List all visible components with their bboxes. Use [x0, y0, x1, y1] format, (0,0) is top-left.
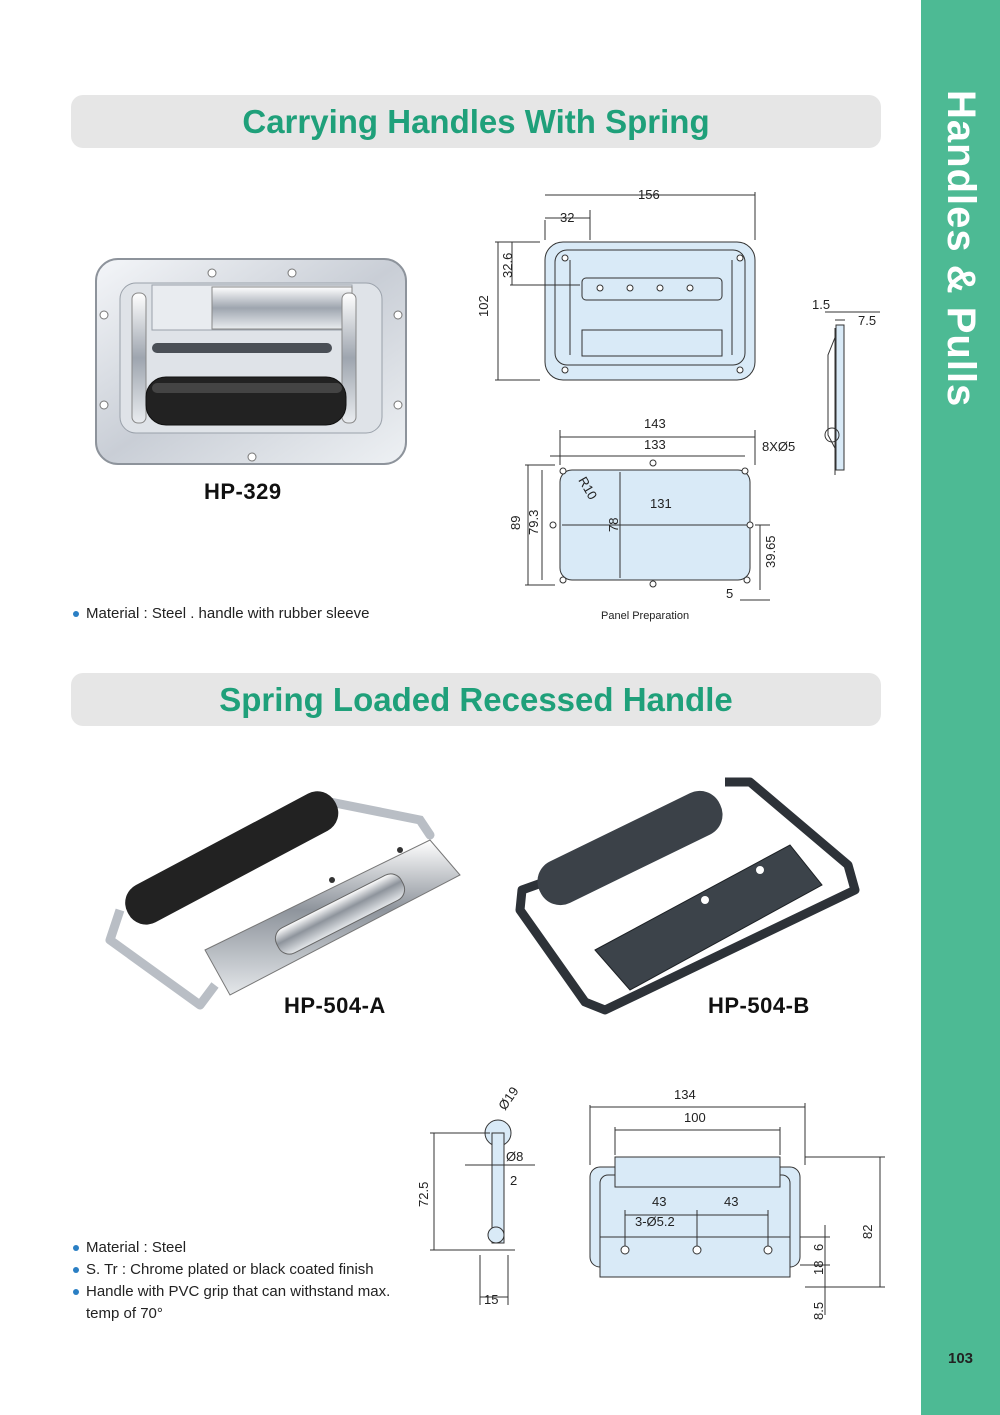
dim-134: 134 — [674, 1087, 696, 1102]
section1-specs: Material : Steel . handle with rubber sl… — [72, 603, 472, 625]
spec-item: S. Tr : Chrome plated or black coated fi… — [72, 1259, 412, 1281]
dim-72-5: 72.5 — [416, 1182, 431, 1207]
dim-1-5: 1.5 — [812, 297, 830, 312]
section-header-spring-loaded: Spring Loaded Recessed Handle — [71, 673, 881, 726]
dim-89: 89 — [508, 516, 523, 530]
dim-15: 15 — [484, 1292, 498, 1307]
dim-32: 32 — [560, 210, 574, 225]
dim-78: 78 — [606, 518, 621, 532]
dim-102: 102 — [476, 295, 491, 317]
spec-item: Material : Steel . handle with rubber sl… — [72, 603, 472, 625]
side-tab — [921, 0, 1000, 1415]
dim-100: 100 — [684, 1110, 706, 1125]
dim-32-6: 32.6 — [500, 253, 515, 278]
section-header-carrying-handles: Carrying Handles With Spring — [71, 95, 881, 148]
section-title: Spring Loaded Recessed Handle — [219, 681, 733, 718]
dim-2: 2 — [510, 1173, 517, 1188]
spec-item: Material : Steel — [72, 1237, 412, 1259]
dim-43-left: 43 — [652, 1194, 666, 1209]
dim-82: 82 — [860, 1225, 875, 1239]
dim-8x05-holes: 8XØ5 — [762, 439, 795, 454]
section2-specs: Material : Steel S. Tr : Chrome plated o… — [72, 1237, 412, 1325]
dim-dia-8: Ø8 — [506, 1149, 523, 1164]
dim-143: 143 — [644, 416, 666, 431]
dim-7-5: 7.5 — [858, 313, 876, 328]
dim-156: 156 — [638, 187, 660, 202]
dim-43-right: 43 — [724, 1194, 738, 1209]
model-label-hp-504-a: HP-504-A — [284, 993, 386, 1018]
section-title: Carrying Handles With Spring — [242, 103, 710, 140]
dim-6: 6 — [811, 1244, 826, 1251]
dim-39-65: 39.65 — [763, 535, 778, 568]
model-label-hp-504-b: HP-504-B — [708, 993, 810, 1018]
dim-5: 5 — [726, 586, 733, 601]
page-number: 103 — [947, 1350, 974, 1367]
dim-79-3: 79.3 — [526, 510, 541, 535]
dim-133: 133 — [644, 437, 666, 452]
dim-3-holes: 3-Ø5.2 — [635, 1214, 675, 1229]
dim-dia-19: Ø19 — [495, 1084, 521, 1113]
hp-329-technical-drawing: 156 32 32.6 102 1.5 7.5 143 133 8XØ5 R10… — [476, 187, 880, 601]
spec-item: Handle with PVC grip that can withstand … — [72, 1281, 412, 1325]
hp-504-a-product-image — [105, 791, 461, 1010]
dim-18: 18 — [811, 1261, 826, 1275]
hp-504-technical-drawing: Ø19 Ø8 2 72.5 15 134 100 43 43 3-Ø5.2 6 … — [416, 1084, 885, 1320]
dim-8-5: 8.5 — [811, 1302, 826, 1320]
side-tab-title: Handles & Pulls — [939, 90, 983, 408]
model-label-hp-329: HP-329 — [204, 479, 282, 504]
dim-131: 131 — [650, 496, 672, 511]
panel-preparation-caption: Panel Preparation — [601, 610, 690, 622]
hp-329-product-image — [95, 258, 407, 465]
hp-504-b-product-image — [515, 777, 860, 1015]
